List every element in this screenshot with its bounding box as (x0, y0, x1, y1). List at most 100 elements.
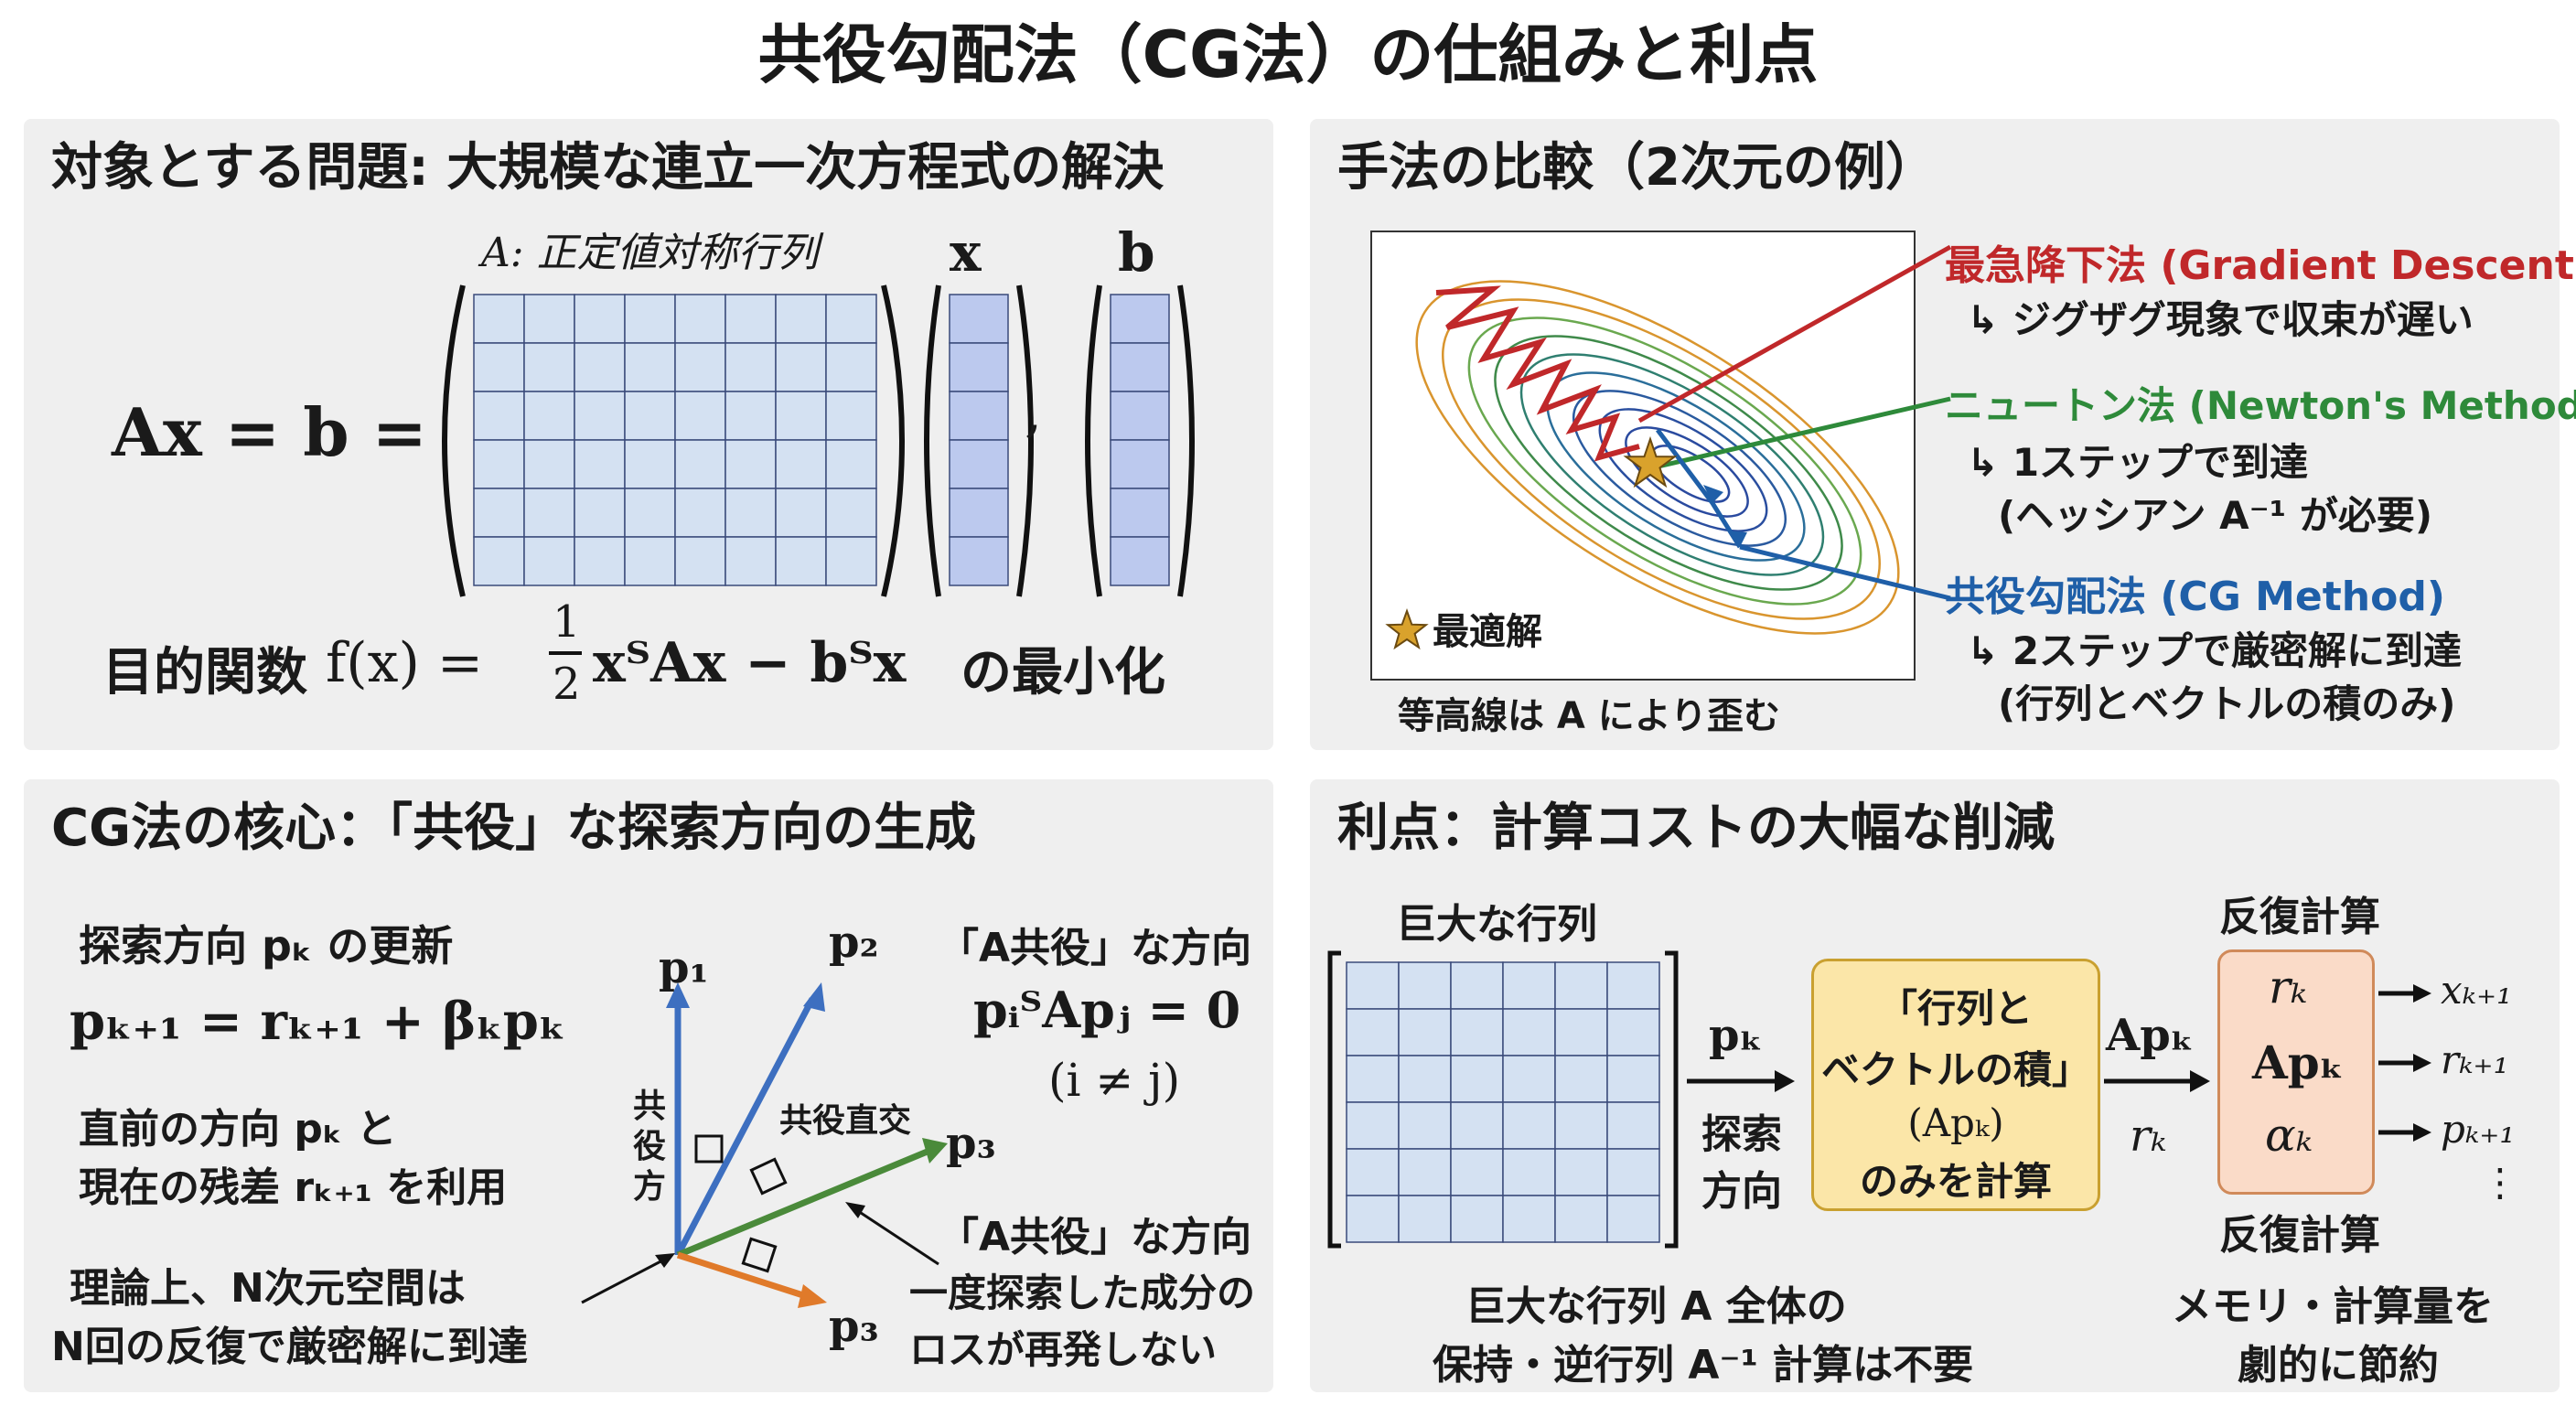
out-r: rₖ₊₁ (2441, 1037, 2509, 1082)
grid-cell (949, 391, 1009, 441)
grid-cell (1398, 1008, 1452, 1056)
conj-orth-label: 共役直交 (779, 1102, 912, 1140)
conj-title: 「A共役」な方向 (939, 925, 1252, 971)
grid-cell (674, 488, 726, 538)
grid-cell (1346, 961, 1400, 1010)
theory-pointer-head (655, 1253, 675, 1268)
grid-cell (574, 536, 626, 586)
matrix-diagram (442, 284, 1195, 597)
grid-cell (949, 488, 1009, 538)
iter-apk: Apₖ (2252, 1035, 2344, 1089)
big-matrix-label: 巨大な行列 (1396, 901, 1597, 948)
grid-cell (1110, 391, 1170, 441)
grid-cell (724, 536, 777, 586)
no-loss-1: 一度探索した成分の (909, 1271, 1256, 1315)
cg-note-1: ↳ 2ステップで厳密解に到達 (1967, 628, 2463, 673)
apk-label: Apₖ (2106, 1010, 2194, 1061)
grid-cell (1346, 1148, 1400, 1196)
grid-cell (949, 342, 1009, 392)
grid-cell (523, 391, 575, 441)
vector-b-grid (1110, 294, 1170, 586)
grid-cell (574, 294, 626, 344)
arrow-pk-head (1775, 1070, 1795, 1092)
conj-pointer-head (845, 1202, 865, 1218)
grid-cell (1450, 1195, 1504, 1243)
grid-cell (1346, 1055, 1400, 1103)
grid-cell (1398, 961, 1452, 1010)
grid-cell (1110, 439, 1170, 489)
grid-cell (473, 391, 525, 441)
grid-cell (1502, 961, 1556, 1010)
paren-left-a (442, 284, 466, 597)
box-line-1: 「行列と (1878, 986, 2033, 1031)
p3-label-green: p₃ (946, 1118, 996, 1169)
grid-cell (1110, 294, 1170, 344)
search-label-2: 方向 (1701, 1168, 1782, 1215)
panel-problem-heading: 対象とする問題: 大規模な連立一次方程式の解決 (51, 138, 1165, 198)
update-formula: pₖ₊₁ = rₖ₊₁ + βₖpₖ (70, 992, 566, 1052)
paren-left-b (1085, 284, 1102, 597)
paren-right-x (1016, 284, 1034, 597)
bottom-right-1: メモリ・計算量を (2172, 1283, 2494, 1330)
grid-cell (674, 391, 726, 441)
grid-cell (523, 488, 575, 538)
panel-compare-heading: 手法の比較（2次元の例） (1337, 138, 1937, 198)
cg-note-2: (行列とベクトルの積のみ) (1998, 681, 2456, 726)
grid-cell (1554, 1008, 1608, 1056)
grid-cell (574, 488, 626, 538)
cg-title: 共役勾配法 (CG Method) (1945, 574, 2445, 620)
p2-arrowhead (803, 982, 825, 1012)
v-label-1: 共 (633, 1088, 667, 1125)
vector-diagram (581, 982, 948, 1308)
objective-rest: xᵀAx − bᵀx (593, 631, 907, 695)
objective-frac-num: 1 (553, 596, 581, 648)
grid-cell (574, 342, 626, 392)
contour-ellipse (1572, 390, 1787, 547)
page-title: 共役勾配法（CG法）の仕組みと利点 (757, 17, 1819, 92)
grid-cell (825, 439, 877, 489)
p3-label-orange: p₃ (829, 1301, 879, 1352)
grid-cell (523, 439, 575, 489)
gd-title: 最急降下法 (Gradient Descent) (1945, 242, 2576, 289)
p3-arrowhead-green (922, 1138, 948, 1164)
grid-cell (775, 294, 827, 344)
conj-cond: (i ≠ j) (1048, 1054, 1181, 1107)
grid-cell (825, 488, 877, 538)
grid-cell (724, 294, 777, 344)
equation-ax-b: Ax = b = (112, 393, 427, 471)
grid-cell (1606, 1148, 1660, 1196)
iter-alpha: αₖ (2265, 1109, 2313, 1162)
out-x: xₖ₊₁ (2441, 968, 2513, 1013)
grid-cell (1554, 1055, 1608, 1103)
optimum-label: 最適解 (1433, 611, 1542, 653)
iter-rk: rₖ (2269, 960, 2308, 1014)
grid-cell (574, 391, 626, 441)
grid-cell (1398, 1055, 1452, 1103)
grid-cell (473, 536, 525, 586)
gd-zigzag-path (1435, 285, 1640, 462)
grid-cell (1606, 1101, 1660, 1150)
matvec-box: 「行列と ベクトルの積」 (Apₖ) のみを計算 (1811, 959, 2100, 1211)
grid-cell (574, 439, 626, 489)
panel-compare: 手法の比較（2次元の例） 最適解 等高線は A により歪む 最急降下法 (Gra… (1310, 119, 2576, 750)
grid-cell (473, 294, 525, 344)
grid-cell (1346, 1195, 1400, 1243)
p3-arrow-green (676, 1147, 931, 1259)
panel-problem: 対象とする問題: 大規模な連立一次方程式の解決 A: 正定値対称行列 x b A… (24, 119, 1273, 750)
grid-cell (775, 488, 827, 538)
p3-arrowhead-orange (798, 1284, 827, 1308)
grid-cell (1554, 1101, 1608, 1150)
grid-cell (473, 439, 525, 489)
grid-cell (724, 342, 777, 392)
arrow-apk-head (2190, 1070, 2210, 1092)
grid-cell (825, 342, 877, 392)
grid-cell (1450, 1055, 1504, 1103)
box-line-4: のみを計算 (1859, 1159, 2052, 1204)
grid-cell (775, 342, 827, 392)
vector-x-grid (949, 294, 1009, 586)
grid-cell (674, 294, 726, 344)
iter-box (2217, 949, 2375, 1195)
grid-cell (624, 536, 676, 586)
grid-cell (825, 391, 877, 441)
arrow-out-x-head (2413, 984, 2431, 1003)
